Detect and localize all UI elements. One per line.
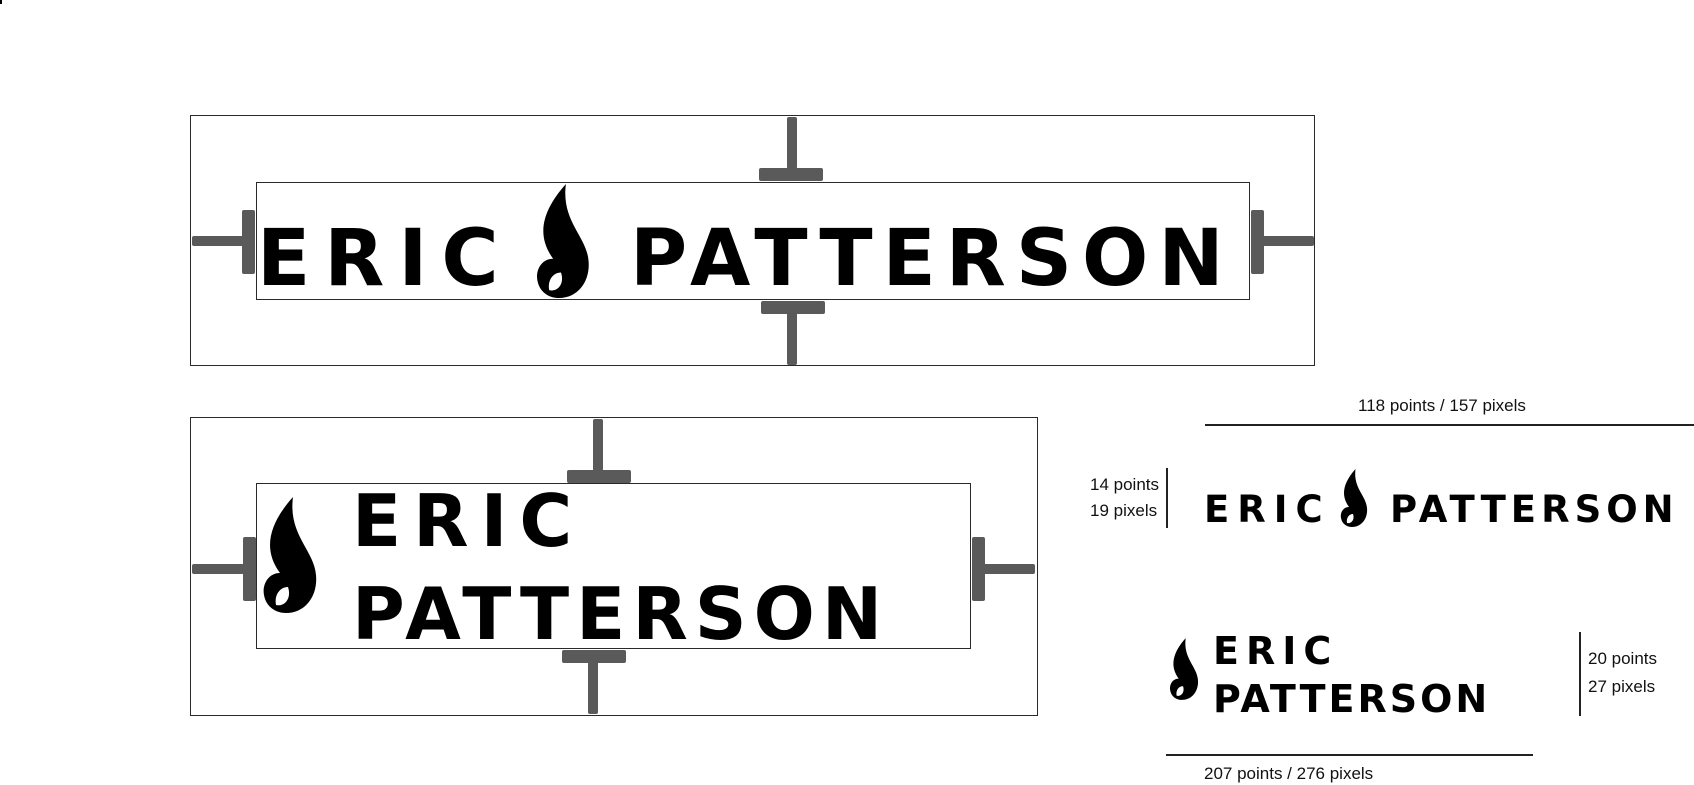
clearspace-marker-bottom-stem — [787, 312, 797, 365]
clearspace-marker-bottom-stem — [588, 661, 598, 714]
width-measurement-label: 118 points / 157 pixels — [1358, 396, 1526, 415]
clearspace-marker-left-stem — [192, 236, 244, 246]
clearspace-marker-right-cap — [1251, 210, 1264, 274]
corner-tick — [0, 0, 2, 4]
width-measurement-label: 207 points / 276 pixels — [1204, 764, 1374, 783]
clearspace-marker-left-cap — [242, 210, 255, 274]
clearspace-marker-right-stem — [983, 564, 1035, 574]
width-measurement-line — [1166, 754, 1533, 756]
width-measurement-line — [1205, 424, 1694, 426]
flame-icon — [1340, 469, 1368, 527]
logo-first-name: ERIC — [1213, 629, 1339, 673]
logo-first-name: ERIC — [352, 479, 585, 563]
outer-clearspace-frame-horizontal — [190, 115, 1315, 366]
clearspace-marker-left-cap — [243, 537, 256, 601]
logo-first-name: ERIC — [1204, 488, 1331, 531]
height-pixels-label: 27 pixels — [1588, 677, 1656, 696]
clearspace-marker-bottom-cap — [761, 301, 825, 314]
clearspace-marker-right-stem — [1262, 236, 1314, 246]
clearspace-marker-top-stem — [787, 117, 797, 169]
logo-first-name: ERIC — [257, 214, 513, 304]
logo-last-name: PATTERSON — [1213, 677, 1491, 721]
height-pixels-label: 19 pixels — [1090, 501, 1158, 520]
flame-icon — [1169, 638, 1199, 700]
inner-logo-frame-horizontal — [256, 182, 1250, 300]
logo-last-name: PATTERSON — [630, 214, 1234, 304]
height-measurement-line — [1166, 468, 1168, 528]
clearspace-marker-top-cap — [567, 470, 631, 483]
flame-icon — [263, 497, 317, 613]
clearspace-marker-top-cap — [759, 168, 823, 181]
flame-icon — [537, 183, 589, 299]
clearspace-marker-left-stem — [192, 564, 244, 574]
clearspace-marker-top-stem — [593, 419, 603, 471]
inner-logo-frame-stacked — [256, 483, 971, 649]
height-points-label: 20 points — [1588, 649, 1657, 668]
height-measurement-line — [1579, 632, 1581, 716]
clearspace-marker-right-cap — [972, 537, 985, 601]
clearspace-marker-bottom-cap — [562, 650, 626, 663]
outer-clearspace-frame-stacked — [190, 417, 1038, 716]
logo-last-name: PATTERSON — [352, 572, 890, 656]
logo-last-name: PATTERSON — [1390, 488, 1679, 531]
height-points-label: 14 points — [1090, 475, 1159, 494]
